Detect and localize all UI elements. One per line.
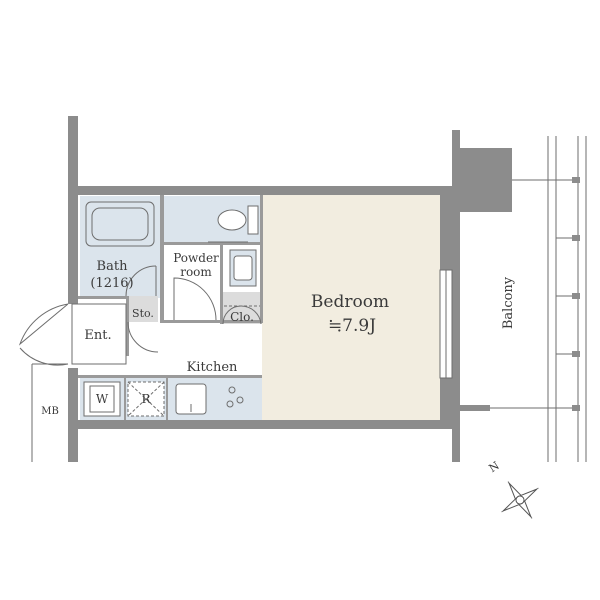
closet-door-swing (222, 305, 262, 325)
wall-right-column (452, 132, 460, 462)
toilet-bowl (217, 209, 247, 231)
powder-room-label-2: room (180, 265, 212, 279)
washer-label: W (96, 392, 109, 406)
bedroom-floor (262, 194, 440, 421)
kitchen-label: Kitchen (187, 360, 238, 375)
fridge-cross-2 (127, 381, 165, 417)
balcony-label: Balcony (501, 276, 516, 329)
wall-right-lower (440, 378, 452, 422)
wall-closet-left (220, 244, 223, 324)
wall-bedroom-left (260, 195, 263, 323)
structural-pillar (452, 148, 512, 212)
bathtub-inner (91, 207, 149, 241)
balcony-railing (547, 136, 587, 462)
entrance-door-swing (18, 303, 69, 346)
wall-left-upper (68, 116, 78, 304)
bath-label: Bath (97, 259, 129, 274)
fridge-cross-1 (127, 381, 165, 417)
closet-floor (222, 292, 262, 324)
wall-storage-right (126, 296, 129, 356)
entrance-door-swing-arc (19, 347, 69, 366)
bathtub (85, 201, 155, 247)
storage-door-swing (127, 321, 159, 353)
meter-box-label: MB (41, 406, 59, 417)
wall-right-upper (440, 194, 452, 270)
toilet-tank (247, 205, 259, 235)
wall-entrance-top (78, 296, 126, 299)
wall-hall-bottom (162, 320, 262, 323)
wall-kitchen-top (78, 375, 262, 378)
closet-label: Clo. (230, 310, 254, 324)
washer-inner (89, 385, 115, 413)
stove-icon (226, 386, 244, 408)
wall-toilet-bottom (162, 242, 262, 245)
bedroom-size-label: ≒7.9J (328, 316, 376, 336)
compass-north-label: N (487, 459, 502, 475)
toilet-floor (162, 196, 262, 244)
balcony-bottom-post (460, 405, 490, 411)
balcony-posts (572, 177, 580, 411)
wall-left-lower (68, 368, 78, 462)
wall-counter-div1 (124, 378, 126, 420)
powder-door-swing (173, 277, 217, 321)
entrance-floor (71, 303, 127, 365)
storage-floor (128, 296, 158, 322)
bath-door-swing (125, 265, 157, 297)
wall-bottom (68, 420, 460, 429)
bath-size-label: (1216) (90, 276, 133, 291)
bedroom-label: Bedroom (311, 292, 389, 312)
entrance-label: Ent. (84, 328, 111, 343)
compass-icon (501, 481, 539, 519)
wall-top-right-stub (452, 130, 460, 150)
refrigerator-label: R (141, 392, 151, 406)
wall-top (68, 186, 456, 195)
kitchen-sink (175, 383, 207, 415)
vanity-basin (233, 255, 253, 281)
wall-counter-div2 (166, 378, 168, 420)
wall-bath-right (160, 195, 164, 323)
powder-room-label-1: Powder (173, 251, 219, 265)
storage-label: Sto. (132, 307, 154, 320)
